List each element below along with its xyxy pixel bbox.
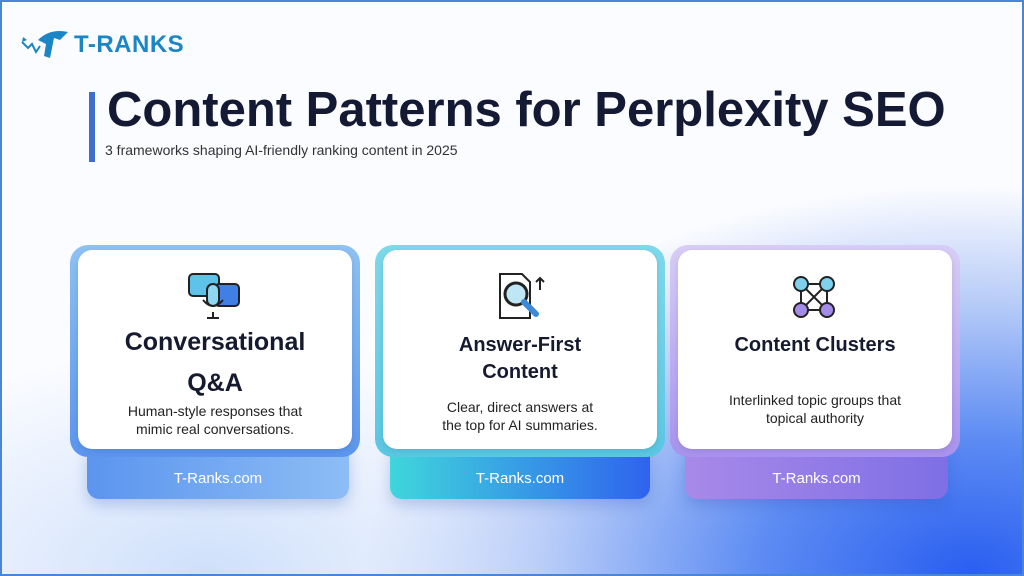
logo-text: T-RANKS — [74, 31, 185, 58]
title-accent-bar — [89, 92, 95, 162]
card-description: Human-style responses that mimic real con… — [78, 402, 352, 438]
description-line: mimic real conversations. — [136, 421, 294, 437]
card-title-line2: Content — [482, 361, 558, 383]
document-search-icon — [383, 270, 657, 324]
description-line: Interlinked topic groups that — [729, 392, 901, 408]
card-answer-first: Answer-First Content Clear, direct answe… — [375, 245, 665, 457]
logo: T-RANKS — [20, 28, 184, 62]
description-line: Human-style responses that — [127, 403, 303, 419]
card-description: Clear, direct answers at the top for AI s… — [383, 398, 657, 434]
card-conversational-qa: Conversational Q&A Human-style responses… — [70, 245, 360, 457]
network-nodes-icon — [678, 270, 952, 324]
page-title: Content Patterns for Perplexity SEO — [107, 83, 946, 137]
page-subtitle: 3 frameworks shaping AI-friendly ranking… — [105, 142, 458, 158]
shark-logo-icon — [21, 31, 68, 58]
card-title-line2: Q&A — [187, 369, 243, 397]
card-content-clusters: Content Clusters Interlinked topic group… — [670, 245, 960, 457]
description-line: topical authority — [765, 410, 865, 426]
card-title: Answer-First — [458, 334, 582, 356]
description-line: the top for AI summaries. — [442, 417, 598, 433]
description-line: Clear, direct answers at — [446, 399, 594, 415]
card-title: Conversational — [124, 328, 306, 356]
card-description: Interlinked topic groups that topical aut… — [678, 391, 952, 427]
card-footer-3: T-Ranks.com — [685, 442, 948, 499]
card-title: Content Clusters — [734, 334, 896, 356]
chat-microphone-icon — [78, 270, 352, 324]
